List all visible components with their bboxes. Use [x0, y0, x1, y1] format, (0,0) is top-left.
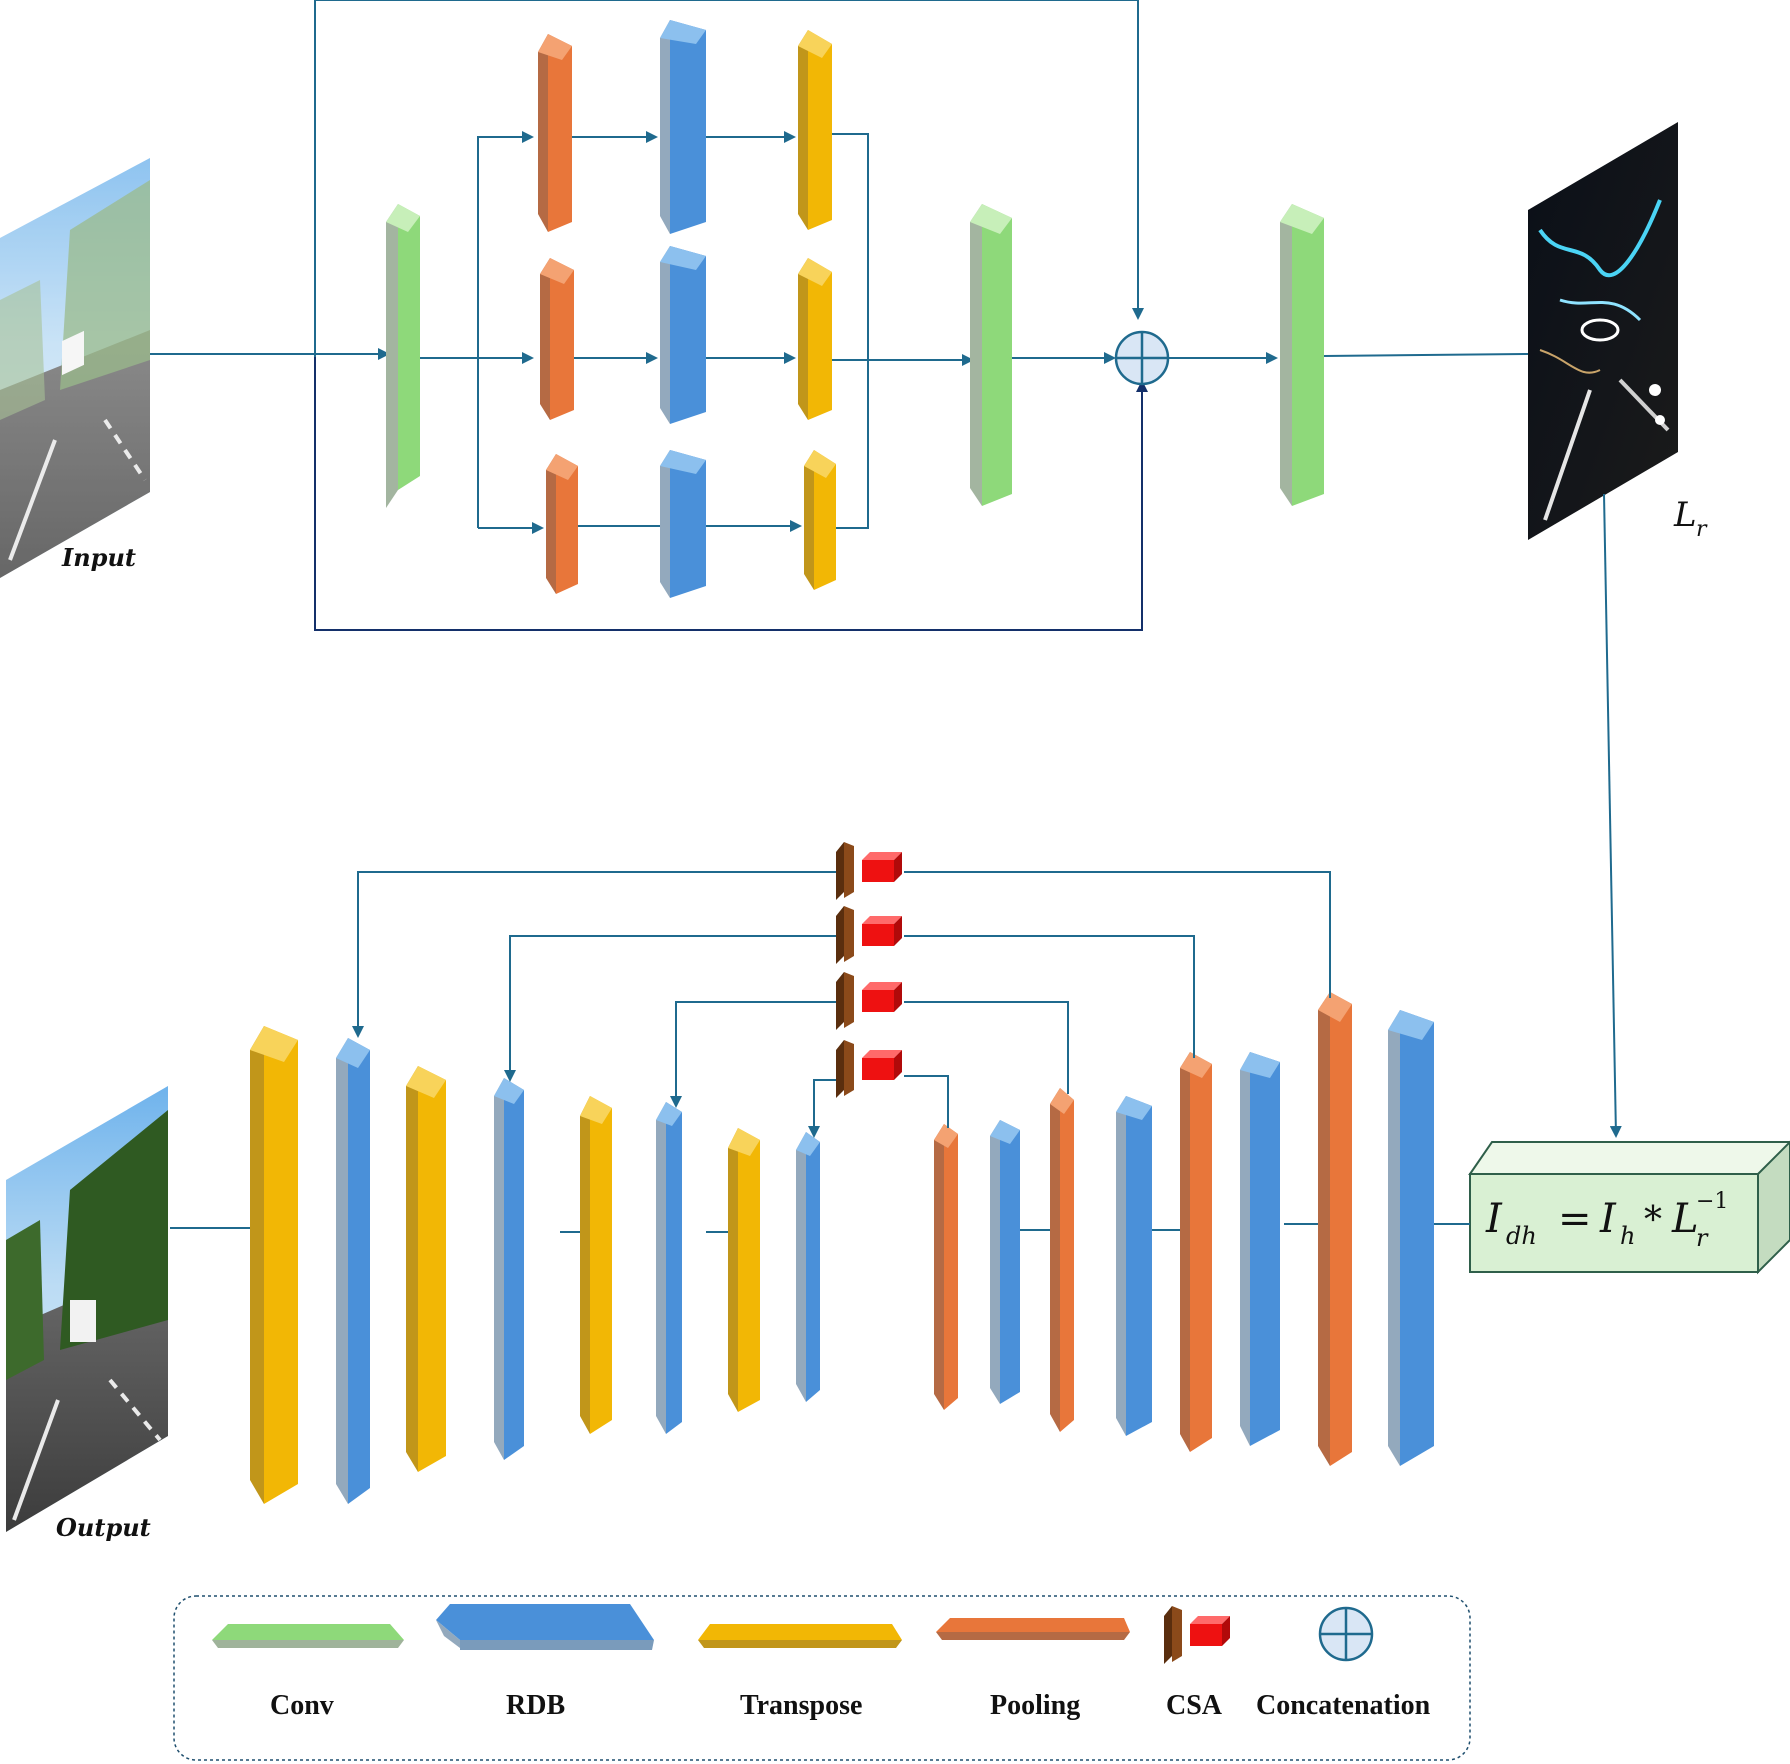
branch-merge-lines — [832, 133, 974, 529]
skip-connections — [352, 871, 1331, 1138]
legend-conv-label: Conv — [270, 1690, 334, 1721]
branch-2 — [540, 246, 832, 424]
legend-rdb-label: RDB — [506, 1690, 565, 1721]
pooling-block-b1 — [538, 34, 572, 232]
transpose-block-b1 — [798, 30, 832, 230]
svg-text:*: * — [1644, 1200, 1662, 1241]
legend-rdb: RDB — [436, 1604, 654, 1721]
csa-module-3 — [836, 972, 902, 1030]
input-label: Input — [61, 543, 136, 572]
legend-transpose-label: Transpose — [740, 1690, 862, 1721]
pooling-enc-2 — [1180, 1052, 1212, 1452]
lr-image — [1528, 122, 1678, 540]
legend-pooling: Pooling — [936, 1618, 1130, 1721]
branch-3 — [546, 450, 836, 598]
conv-block-1 — [386, 204, 420, 508]
transpose-dec-4 — [250, 1026, 298, 1504]
concatenation-node — [1114, 330, 1170, 386]
legend-box — [173, 1595, 1471, 1761]
legend-csa-label: CSA — [1166, 1690, 1223, 1721]
legend-csa — [1164, 1606, 1230, 1664]
transpose-dec-1 — [728, 1128, 760, 1412]
formula-box: I dh = I h * L r −1 — [1468, 1140, 1790, 1275]
svg-text:r: r — [1696, 1224, 1709, 1252]
output-label: Output — [56, 1513, 151, 1542]
svg-text:h: h — [1620, 1222, 1635, 1250]
csa-module-1 — [836, 842, 902, 900]
csa-modules — [836, 842, 902, 1098]
transpose-block-b2 — [798, 258, 832, 420]
rdb-enc-4 — [990, 1120, 1020, 1404]
input-image — [0, 158, 150, 578]
rdb-enc-2 — [1240, 1052, 1280, 1446]
svg-text:L: L — [1673, 495, 1697, 535]
legend-transpose: Transpose — [698, 1624, 902, 1721]
pooling-enc-3 — [1050, 1088, 1074, 1432]
pooling-block-b2 — [540, 258, 574, 420]
rdb-dec-3 — [494, 1078, 524, 1460]
conv3-to-lr-line — [1323, 353, 1529, 357]
svg-text:r: r — [1696, 517, 1708, 542]
conv-block-3 — [1280, 204, 1324, 506]
conv-block-2 — [970, 204, 1012, 506]
pooling-enc-4 — [934, 1124, 958, 1410]
legend-conv: Conv — [212, 1624, 404, 1721]
branch-1 — [538, 20, 832, 234]
encoder-blocks — [934, 992, 1434, 1466]
rdb-dec-1 — [796, 1132, 820, 1402]
rdb-block-b1 — [660, 20, 706, 234]
transpose-dec-3 — [406, 1066, 446, 1472]
rdb-dec-2 — [656, 1102, 682, 1434]
svg-text:dh: dh — [1506, 1222, 1537, 1250]
svg-text:−1: −1 — [1696, 1189, 1728, 1214]
rdb-enc-1 — [1388, 1010, 1434, 1466]
csa-module-4 — [836, 1040, 902, 1098]
branch-split-lines — [420, 131, 544, 534]
residual-frame — [314, 0, 1148, 631]
svg-text:I: I — [1599, 1196, 1617, 1242]
svg-text:L: L — [1671, 1196, 1699, 1242]
lr-to-formula-arrow — [1603, 493, 1622, 1138]
pooling-block-b3 — [546, 454, 578, 594]
csa-module-2 — [836, 906, 902, 964]
transpose-dec-2 — [580, 1096, 612, 1434]
legend-pooling-label: Pooling — [990, 1690, 1080, 1721]
lr-label: L r — [1673, 495, 1708, 542]
transpose-block-b3 — [804, 450, 836, 590]
svg-text:=: = — [1558, 1196, 1592, 1242]
legend-concat-label: Concatenation — [1256, 1690, 1431, 1721]
output-image — [6, 1086, 168, 1532]
rdb-block-b2 — [660, 246, 706, 424]
decoder-blocks — [250, 1026, 820, 1504]
rdb-enc-3 — [1116, 1096, 1152, 1436]
rdb-block-b3 — [660, 450, 706, 598]
rdb-dec-4 — [336, 1038, 370, 1504]
pooling-enc-1 — [1318, 992, 1352, 1466]
svg-text:I: I — [1485, 1196, 1503, 1242]
legend-concat: Concatenation — [1256, 1606, 1431, 1721]
